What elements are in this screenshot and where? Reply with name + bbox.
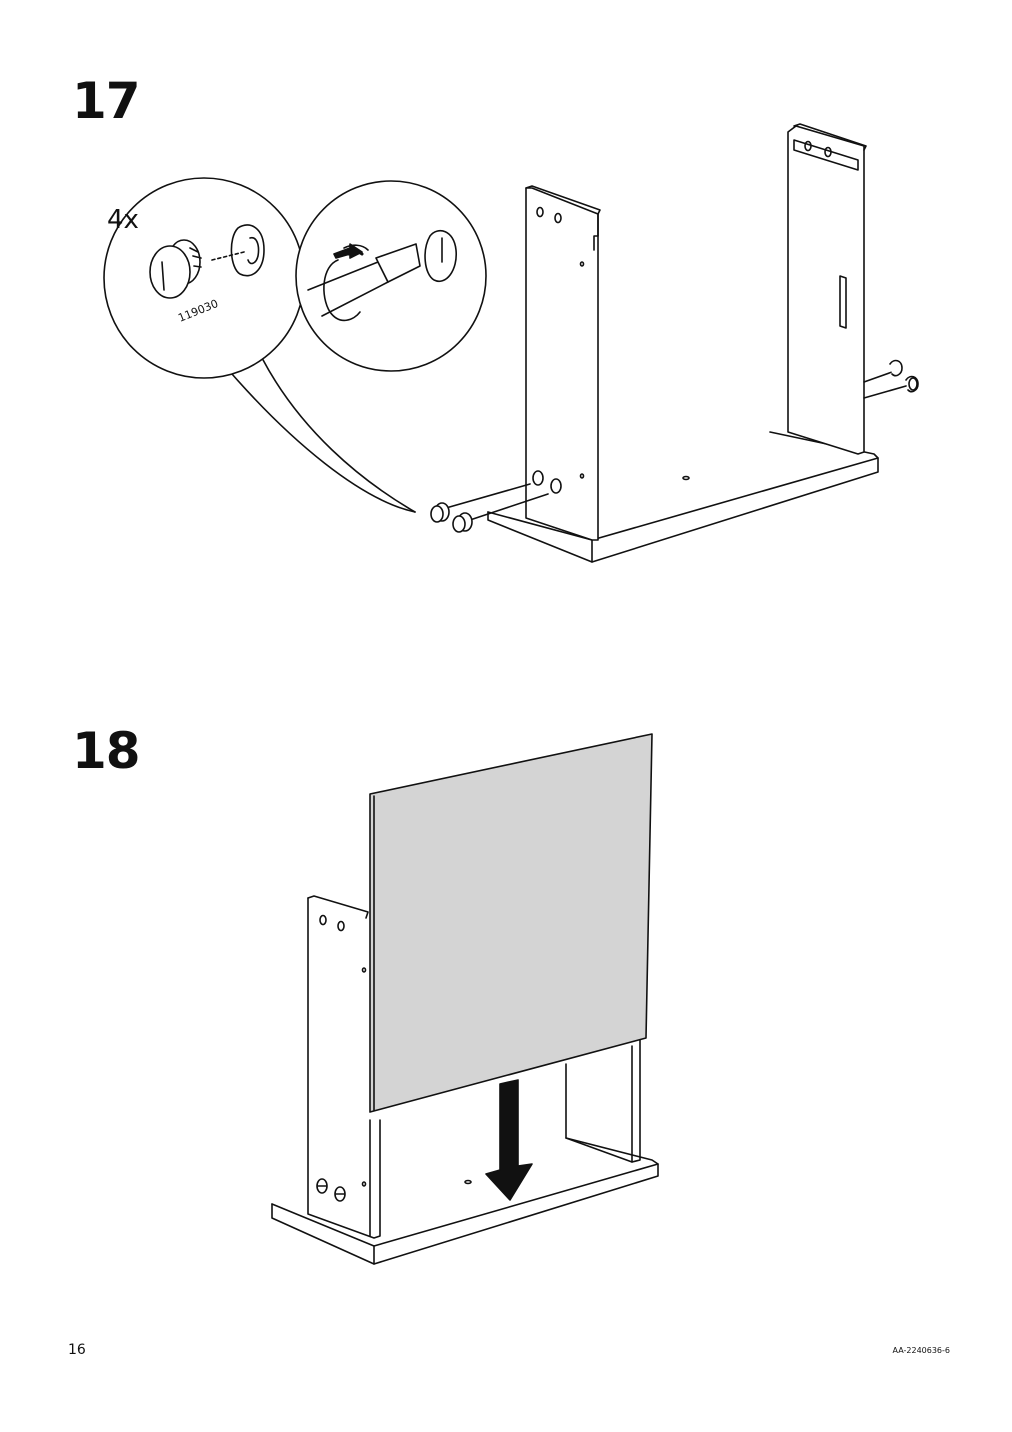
right-side-panel [565, 1039, 641, 1163]
right-side-panel [787, 123, 867, 455]
step-17-illustration: 4x 119030 [103, 123, 919, 563]
cam-fittings-right [863, 359, 919, 399]
detail-callout: 4x 119030 [103, 177, 487, 513]
screwdriver-icon [307, 229, 457, 322]
left-side-panel [525, 185, 601, 541]
quantity-label: 4x [107, 205, 139, 235]
cam-fittings-left [430, 483, 549, 533]
rotation-arrow-icon [333, 243, 363, 259]
step-18-number: 18 [72, 722, 141, 780]
back-panel [369, 733, 653, 1113]
page-number: 16 [68, 1342, 86, 1358]
base-board [271, 1137, 659, 1265]
article-code: AA-2240636-6 [892, 1346, 950, 1355]
step-17-number: 17 [72, 72, 141, 130]
left-side-panel [307, 895, 381, 1239]
cam-lock-fitting-icon [149, 224, 265, 299]
down-arrow-icon [485, 1079, 533, 1201]
